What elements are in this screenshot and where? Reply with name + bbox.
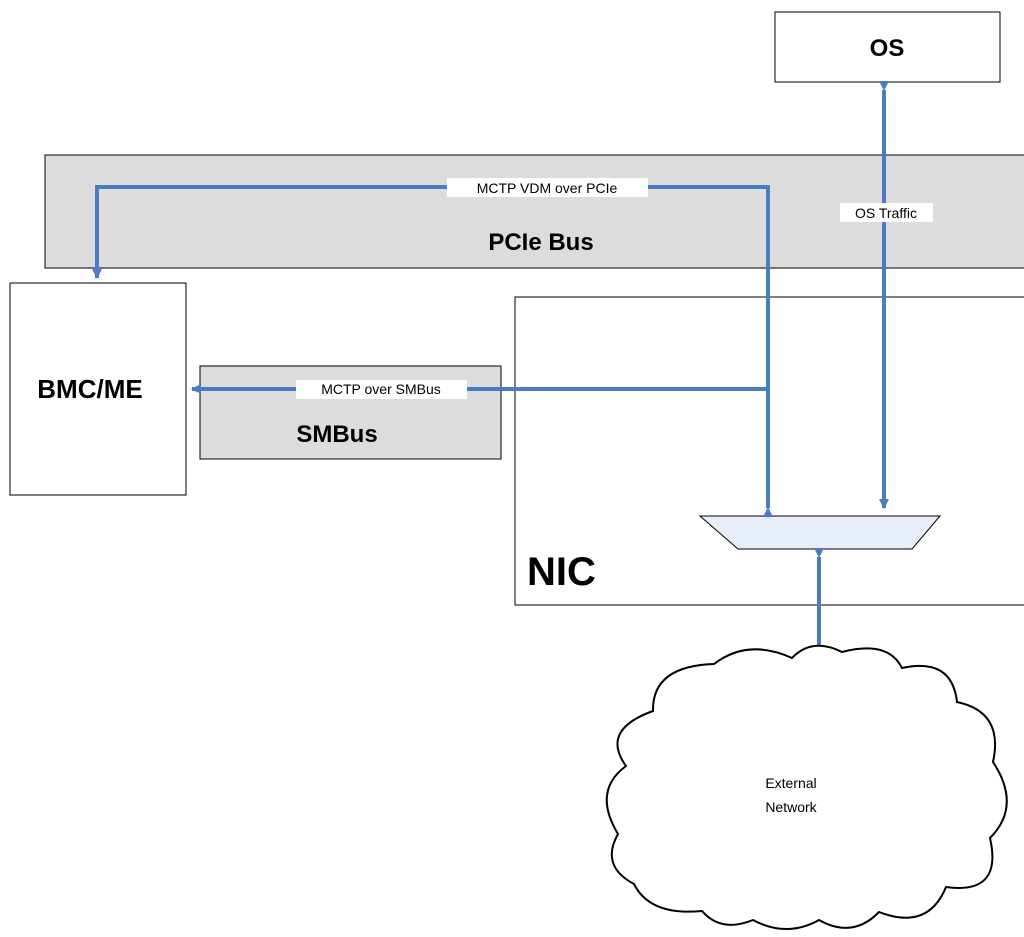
edge-label-os-traffic: OS Traffic [840, 203, 933, 222]
nic-label: NIC [527, 550, 596, 594]
mctp-vdm-pcie-arrow [92, 185, 773, 517]
cloud-shape [605, 644, 1008, 930]
bmc-me-box: BMC/ME [9, 282, 187, 496]
bmc-me-label: BMC/ME [37, 374, 142, 404]
mctp-smbus-label: MCTP over SMBus [321, 381, 441, 397]
arrows [92, 81, 889, 687]
external-network-label-line1: External [765, 775, 816, 791]
external-network-label-line2: Network [765, 799, 817, 815]
edge-label-bg [447, 178, 648, 197]
mctp-vdm-pcie-label: MCTP VDM over PCIe [477, 180, 618, 196]
pcie-bus-label: PCIe Bus [488, 229, 593, 256]
smbus-label: SMBus [296, 421, 377, 448]
edge-label-bg [296, 380, 467, 399]
edge-label-bg [840, 203, 933, 222]
smbus: SMBus [199, 365, 502, 460]
nic-mux-trapezoid [698, 515, 942, 550]
edge-label-mctp-vdm-pcie: MCTP VDM over PCIe [447, 178, 648, 197]
edge-label-mctp-smbus: MCTP over SMBus [296, 380, 467, 399]
external-network-cloud: External Network [605, 644, 1008, 930]
os-label: OS [870, 35, 905, 62]
os-box: OS [774, 11, 1001, 83]
os-traffic-label: OS Traffic [855, 205, 917, 221]
